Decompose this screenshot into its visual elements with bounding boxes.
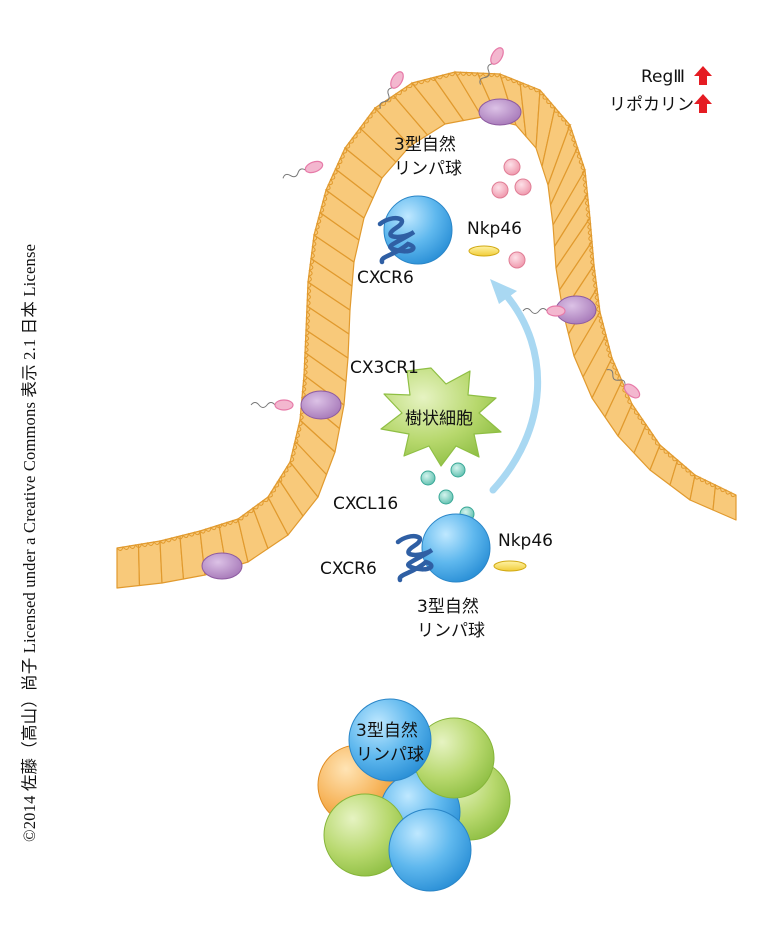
- bacterium: [282, 160, 324, 179]
- nkp46-bottom-label: Nkp46: [498, 531, 553, 551]
- lipocalin-label: リポカリン: [609, 95, 694, 115]
- purple-cell: [300, 390, 342, 420]
- ilc3-bottom: [395, 513, 527, 583]
- antimicrobial-peptides: [491, 158, 532, 269]
- dendritic-cell-label: 樹状細胞: [405, 409, 473, 429]
- cxcr6-receptor: [395, 533, 434, 583]
- reg3-label: RegⅢ: [641, 67, 685, 87]
- up-arrow-icon: [694, 94, 712, 113]
- up-arrow-icon: [694, 66, 712, 85]
- epithelial-cell: [689, 474, 717, 511]
- antimicrobial-dot: [514, 178, 532, 196]
- chemokine-dot: [420, 470, 436, 486]
- ilc3-bottom-label-line1: 3型自然: [417, 597, 479, 617]
- ilc3-top-label-line2: リンパ球: [394, 159, 462, 179]
- ilc3-top-label-line1: 3型自然: [394, 135, 456, 155]
- cxcl16-label: CXCL16: [333, 494, 398, 514]
- bacterium: [522, 305, 566, 317]
- bacterium: [479, 47, 504, 85]
- antimicrobial-dot: [491, 181, 509, 199]
- ilc3-cell: [421, 513, 491, 583]
- ilc3-top: [377, 195, 500, 265]
- cxcr6-bottom-label: CXCR6: [320, 559, 377, 579]
- microvilli: [116, 70, 737, 551]
- nkp46-receptor: [493, 560, 527, 572]
- antimicrobial-dot: [503, 158, 521, 176]
- dendritic-cell: [380, 367, 502, 467]
- cxcr6-top-label: CXCR6: [357, 268, 414, 288]
- chemokine-dot: [450, 462, 466, 478]
- cluster-cell-blue: [348, 698, 432, 782]
- purple-cell: [201, 552, 243, 580]
- bacterium: [606, 369, 641, 399]
- increase-arrows: [694, 66, 712, 113]
- nkp46-top-label: Nkp46: [467, 219, 522, 239]
- ilc3-cluster-label-line1: 3型自然: [356, 721, 418, 741]
- cxcr6-receptor: [377, 215, 416, 265]
- ilc3-bottom-label-line2: リンパ球: [417, 621, 485, 641]
- bacteria-group: [250, 47, 641, 411]
- chemokine-dot: [438, 489, 454, 505]
- antimicrobial-dot: [508, 251, 526, 269]
- ilc3-cluster-label-line2: リンパ球: [356, 745, 424, 765]
- cxcl16-chemokines: [420, 462, 475, 522]
- purple-cell: [478, 98, 522, 126]
- nkp46-receptor: [468, 245, 500, 257]
- epithelial-cell: [116, 543, 141, 589]
- epithelial-cell: [712, 484, 737, 521]
- migration-arrow: [489, 279, 542, 494]
- bacterium: [250, 399, 294, 411]
- cx3cr1-label: CX3CR1: [350, 358, 419, 378]
- ilc3-cluster: [317, 698, 511, 892]
- brush-border: [116, 70, 737, 551]
- epithelial-cell: [137, 540, 163, 587]
- bacterium: [379, 71, 404, 109]
- epithelial-purple-cells: [201, 98, 597, 580]
- labels: 3型自然 リンパ球 Nkp46 CXCR6 CX3CR1 樹状細胞 CXCL16…: [320, 67, 694, 765]
- intestinal-epithelium: [116, 71, 737, 589]
- cluster-cell-blue: [388, 808, 472, 892]
- copyright-notice: ©2014 佐藤（高山）尚子 Licensed under a Creative…: [20, 243, 39, 842]
